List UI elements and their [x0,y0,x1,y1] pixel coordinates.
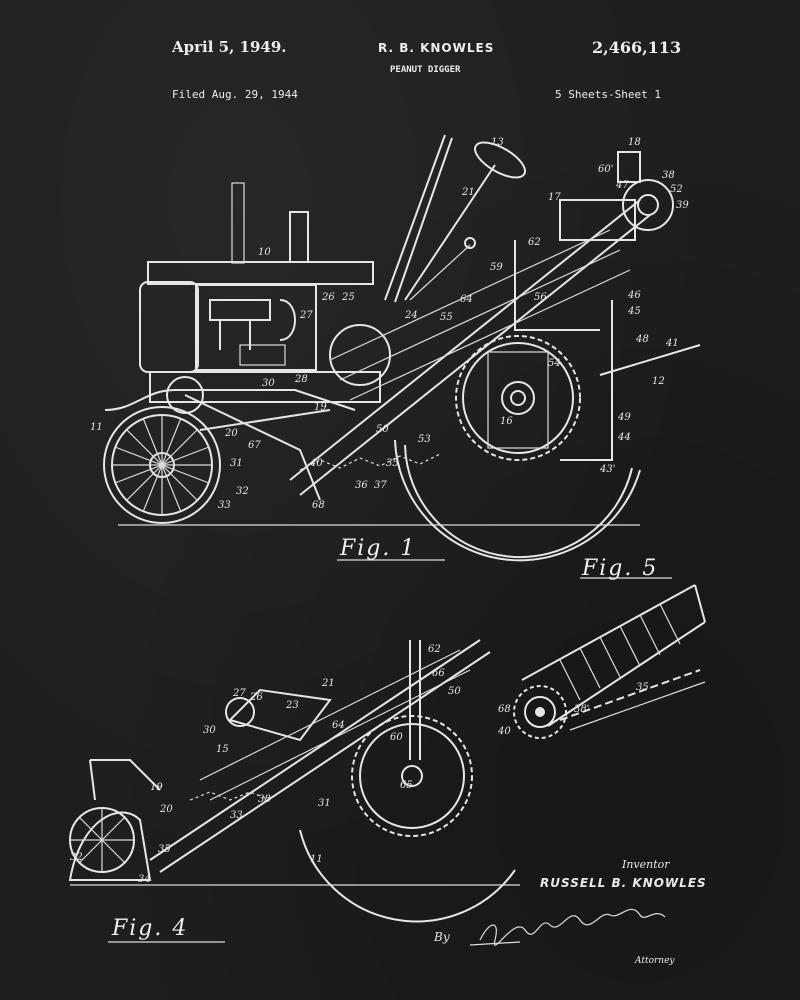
reference-number: 39 [676,200,689,211]
steering-levers [329,134,526,386]
reference-number: 67 [248,440,261,451]
conveyor-frame [289,151,701,496]
reference-number: 52 [670,184,683,195]
reference-number: 64 [332,720,345,731]
reference-number: 20 [224,428,238,439]
reference-number: 35 [636,682,649,693]
filed-date: Filed Aug. 29, 1944 [172,88,298,101]
reference-number: 50 [448,686,461,697]
reference-number: 40 [309,458,323,469]
reference-number: 46 [627,290,641,301]
reference-number: 35 [386,458,399,469]
inventor-header: R. B. KNOWLES [378,41,495,55]
attorney-label: Attorney [635,956,675,966]
reference-number: 25 [341,292,355,303]
fig1-drawing: 13 18 60' 47 38 52 39 17 21 10 62 59 56 … [90,134,701,562]
reference-number: 15 [216,744,229,755]
reference-number: 31 [318,798,331,809]
reference-number: 32 [70,852,83,863]
tractor-body [104,182,381,501]
reference-number: 65 [400,780,413,791]
reference-number: 60' [598,164,613,175]
reference-number: 13 [491,137,504,148]
reference-number: 12 [652,376,665,387]
reference-number: 45 [627,306,641,317]
inventor-label: Inventor [622,858,670,871]
reference-number: 41 [665,338,679,349]
inventor-name: RUSSELL B. KNOWLES [540,876,707,890]
reference-number: 36 [355,480,368,491]
reference-number: 60 [390,732,403,743]
reference-number: 10 [258,247,271,258]
reference-number: 11 [90,422,103,433]
reference-number: 31 [230,458,243,469]
reference-number: 53 [418,434,431,445]
reference-number: 38 [662,170,675,181]
reference-number: 49 [617,412,631,423]
reference-number: 44 [617,432,631,443]
reference-number: 19 [150,782,163,793]
reference-number: 50 [376,424,389,435]
reference-number: 68 [312,500,325,511]
reference-number: 38 [258,794,271,805]
reference-number: 27 [299,310,313,321]
reference-number: 26 [321,292,335,303]
patent-title: PEANUT DIGGER [390,65,461,75]
reference-number: 48 [635,334,649,345]
reference-number: 24 [404,310,418,321]
reference-number: 47 [615,180,629,191]
patent-number: 2,466,113 [592,38,682,57]
reference-number: 11 [310,854,323,865]
reference-number: 30 [203,725,216,736]
rear-wheel [394,335,641,562]
reference-number: 33 [230,810,243,821]
reference-number: 33 [218,500,231,511]
reference-number: 21 [321,678,335,689]
reference-number: 37 [374,480,387,491]
fig1-reference-numbers: 13 18 60' 47 38 52 39 17 21 10 62 59 56 … [90,137,689,511]
reference-number: 68 [498,704,511,715]
reference-number: 35 [158,844,171,855]
reference-number: 40 [497,726,511,737]
sheet-count: 5 Sheets-Sheet 1 [555,88,661,101]
reference-number: 32 [236,486,249,497]
reference-number: 54 [548,358,561,369]
reference-number: 38' [574,704,589,715]
figure-4-label: Fig. 4 [112,916,189,941]
reference-number: 17 [548,192,561,203]
reference-number: 56 [534,292,547,303]
reference-number: 28 [294,374,308,385]
reference-number: 30 [262,378,275,389]
fig5-drawing: 35 68 38' 40 [497,584,706,739]
reference-number: 64 [460,294,473,305]
reference-number: 21 [461,187,475,198]
reference-number: 59 [490,262,503,273]
reference-number: 19 [314,402,327,413]
reference-number: 27 [232,688,246,699]
reference-number: 62 [528,237,541,248]
reference-number: 62 [428,644,441,655]
attorney-signature [469,908,666,946]
reference-number: 18 [628,137,641,148]
front-wheel [103,406,221,524]
by-label: By [434,930,450,944]
reference-number: 66 [432,668,445,679]
reference-number: 16 [500,416,513,427]
reference-number: 34 [138,874,151,885]
figure-5-label: Fig. 5 [582,556,659,581]
reference-number: 26 [249,692,263,703]
figure-1-label: Fig. 1 [340,536,417,561]
reference-number: 23 [285,700,299,711]
reference-number: 20 [159,804,173,815]
patent-date: April 5, 1949. [172,38,287,56]
reference-number: 43' [599,464,615,475]
fig4-drawing: 62 66 50 21 27 26 23 30 64 60 65 15 19 2… [68,639,520,923]
reference-number: 55 [440,312,453,323]
